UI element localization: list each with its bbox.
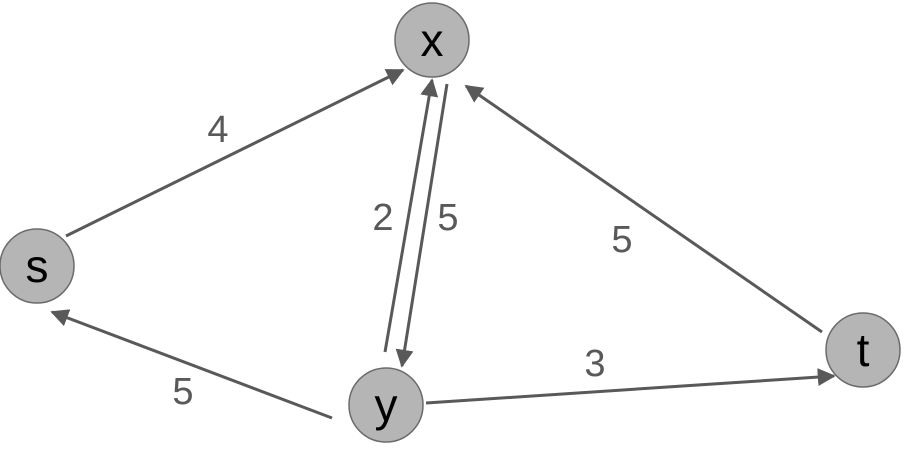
edge-y-x [383, 78, 439, 353]
node-t-circle [825, 312, 901, 388]
node-x-label: x [421, 14, 444, 66]
edge-s-x [65, 68, 405, 238]
weight-y-t: 3 [584, 343, 605, 385]
node-x: x [394, 2, 470, 78]
weight-x-y: 5 [437, 197, 458, 239]
node-x-circle [394, 2, 470, 78]
node-s: s [0, 228, 75, 304]
node-t-label: t [857, 324, 870, 376]
weight-s-x: 4 [207, 109, 228, 151]
node-s-label: s [26, 240, 49, 292]
weight-y-x: 2 [372, 197, 393, 239]
edge-t-x [464, 84, 823, 334]
node-y: y [348, 367, 424, 443]
node-t: t [825, 312, 901, 388]
weight-t-x: 5 [611, 219, 632, 261]
weight-y-s: 5 [172, 371, 193, 413]
edge-x-y [395, 83, 449, 368]
edge-y-t [425, 368, 836, 405]
node-y-label: y [375, 379, 398, 431]
edge-y-s [50, 309, 333, 420]
edge-weights: 4 2 5 5 5 3 [172, 109, 632, 413]
edges [50, 68, 836, 420]
node-s-circle [0, 228, 75, 304]
node-y-circle [348, 367, 424, 443]
